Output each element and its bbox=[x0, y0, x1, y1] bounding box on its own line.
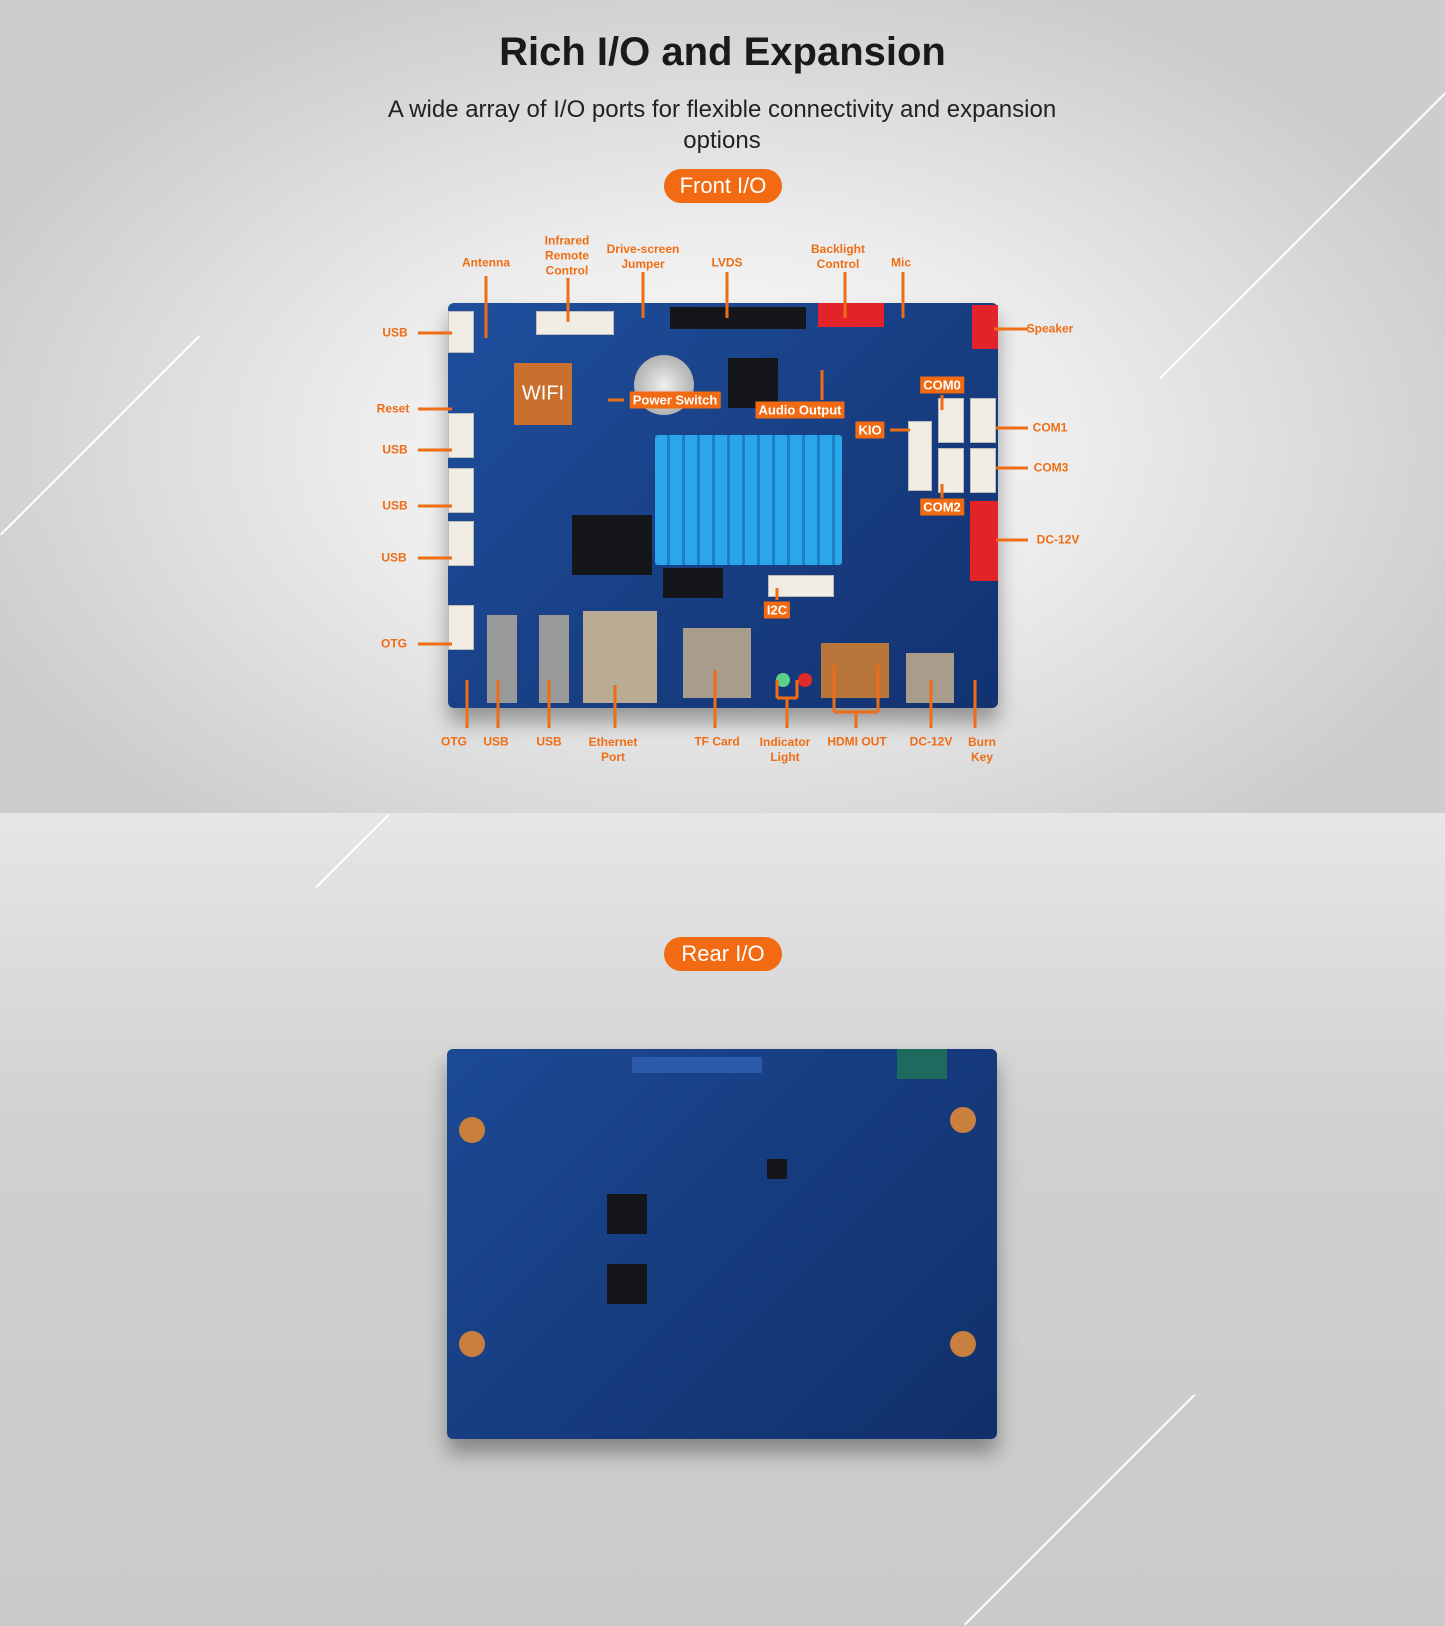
ethernet-port bbox=[583, 611, 657, 703]
wifi-module bbox=[514, 363, 572, 425]
label-lvds: LVDS bbox=[711, 255, 743, 270]
label-ethernet: Ethernet Port bbox=[588, 735, 638, 764]
tag-wifi: WIFI bbox=[521, 382, 565, 405]
indicator-led-red bbox=[798, 673, 812, 687]
tf-card-slot bbox=[683, 628, 751, 698]
label-usb: USB bbox=[536, 734, 562, 749]
label-drive-screen-jumper: Drive-screen Jumper bbox=[606, 242, 680, 271]
rear-io-badge: Rear I/O bbox=[664, 937, 782, 971]
label-burn-key: Burn Key bbox=[968, 735, 996, 764]
label-infrared: Infrared Remote Control bbox=[544, 233, 590, 278]
label-reset: Reset bbox=[376, 401, 410, 416]
label-com1: COM1 bbox=[1032, 420, 1068, 435]
label-backlight: Backlight Control bbox=[810, 242, 865, 271]
label-com3: COM3 bbox=[1033, 460, 1069, 475]
label-otg: OTG bbox=[441, 734, 467, 749]
label-antenna: Antenna bbox=[462, 255, 510, 270]
heatsink bbox=[655, 435, 842, 565]
tag-i2c: I2C bbox=[763, 601, 791, 619]
label-indicator: Indicator Light bbox=[759, 735, 811, 764]
rear-board-image bbox=[447, 1049, 997, 1439]
tag-power-switch: Power Switch bbox=[629, 391, 721, 409]
label-tf-card: TF Card bbox=[694, 734, 740, 749]
front-board-image bbox=[448, 303, 998, 708]
label-dc-12v: DC-12V bbox=[909, 734, 953, 749]
label-usb: USB bbox=[382, 442, 408, 457]
label-speaker: Speaker bbox=[1026, 321, 1074, 336]
indicator-led-green bbox=[776, 673, 790, 687]
label-dc-12v: DC-12V bbox=[1036, 532, 1080, 547]
label-usb: USB bbox=[382, 325, 408, 340]
label-usb: USB bbox=[483, 734, 509, 749]
label-usb: USB bbox=[381, 550, 407, 565]
tag-com2: COM2 bbox=[920, 498, 964, 516]
usb-port bbox=[487, 615, 517, 703]
leader-lines bbox=[418, 272, 1028, 728]
label-usb: USB bbox=[382, 498, 408, 513]
page-title: Rich I/O and Expansion bbox=[499, 30, 946, 74]
label-otg: OTG bbox=[381, 636, 407, 651]
page-subtitle: A wide array of I/O ports for flexible c… bbox=[387, 96, 1057, 154]
label-mic: Mic bbox=[890, 255, 912, 270]
usb-port bbox=[539, 615, 569, 703]
tag-kio: KIO bbox=[855, 421, 885, 439]
tag-audio-output: Audio Output bbox=[755, 401, 845, 419]
tag-com0: COM0 bbox=[920, 376, 964, 394]
label-hdmi: HDMI OUT bbox=[827, 734, 887, 749]
front-io-badge: Front I/O bbox=[664, 169, 782, 203]
